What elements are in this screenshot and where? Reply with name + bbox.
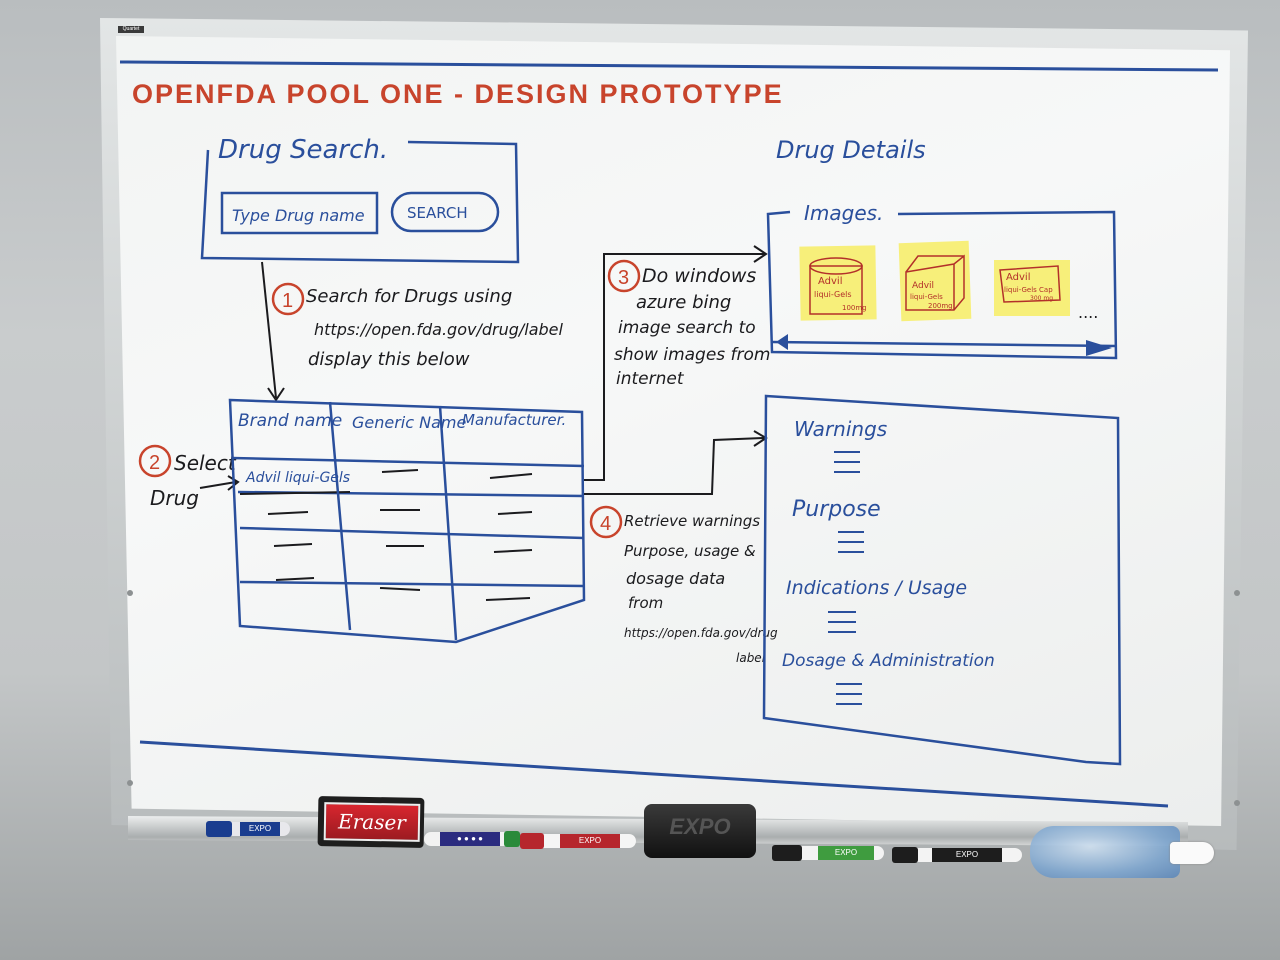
step4-line: label: [736, 651, 766, 665]
step1-circle: [271, 282, 305, 316]
drug-search-heading: Drug Search.: [218, 135, 388, 165]
blue-marker: EXPO: [206, 821, 290, 837]
details-panel: [762, 394, 1122, 766]
sticky-line: 100mg: [842, 304, 867, 312]
more-images: ....: [1078, 303, 1098, 322]
sticky-line: Advil: [818, 276, 843, 287]
whiteboard-surface: [116, 36, 1230, 826]
expo-eraser: EXPO: [644, 804, 756, 858]
scroll-left-icon: [776, 334, 788, 350]
table-cell-brand: Advil liqui-Gels: [245, 470, 350, 486]
red-marker: EXPO: [520, 833, 636, 849]
row-underline: [239, 491, 351, 495]
green-marker: EXPO: [772, 845, 884, 861]
sticky-line: Advil: [1006, 272, 1031, 283]
step4-line: https://open.fda.gov/drug: [624, 626, 778, 640]
step1-line: display this below: [308, 349, 470, 370]
select-arrow: [199, 475, 240, 491]
sticky-note-1: Advil liqui-Gels 100mg: [799, 245, 877, 321]
step3-line: image search to: [618, 318, 756, 338]
scroll-right-icon: [1086, 340, 1112, 356]
arrow-to-images: [584, 245, 768, 481]
step3-line: Do windows: [642, 265, 756, 287]
details-section-dosage: Dosage & Administration: [782, 651, 995, 671]
step1-line: Search for Drugs using: [306, 286, 512, 307]
black-marker: EXPO: [892, 847, 1022, 863]
eraser: Eraser: [317, 796, 425, 848]
sticky-line: Advil: [912, 281, 934, 291]
step2-circle: [138, 444, 172, 478]
step3-line: show images from: [614, 345, 771, 365]
drug-name-placeholder: Type Drug name: [232, 206, 365, 225]
step4-number: 4: [600, 513, 611, 535]
arrow-to-table: [261, 261, 285, 402]
multicolor-marker: ● ● ● ●: [424, 831, 520, 847]
step4-line: dosage data: [626, 569, 725, 588]
images-heading: Images.: [804, 201, 883, 225]
sticky-line: liqui-Gels: [910, 293, 943, 301]
step4-circle: [589, 505, 623, 539]
drug-search-box: [200, 140, 520, 264]
table-header-manufacturer: Manufacturer.: [462, 411, 566, 429]
eraser-label: Eraser: [323, 802, 421, 842]
step1-line: https://open.fda.gov/drug/label: [314, 320, 564, 339]
details-placeholder-lines: [828, 451, 864, 705]
images-panel: [766, 210, 1118, 360]
step3-line: azure bing: [636, 292, 731, 313]
results-table: [228, 398, 586, 644]
sticky-note-2: Advil liqui-Gels 200mg: [898, 240, 972, 322]
drug-details-heading: Drug Details: [776, 136, 926, 164]
table-header-generic: Generic Name: [352, 413, 466, 432]
step1-number: 1: [282, 290, 293, 312]
frame-screw: [1234, 800, 1240, 806]
spray-nozzle: [1170, 842, 1214, 864]
step2-number: 2: [149, 452, 160, 474]
table-header-brand: Brand name: [238, 411, 342, 431]
sticky-line: 200mg: [928, 302, 953, 310]
step4-line: Retrieve warnings: [624, 512, 760, 530]
details-section-indications: Indications / Usage: [786, 577, 967, 599]
sticky-line: 300 mg: [1030, 295, 1053, 302]
drug-name-input: [220, 191, 379, 235]
details-section-purpose: Purpose: [792, 497, 881, 522]
step3-line: internet: [616, 369, 685, 389]
images-scrollbar: [771, 340, 1117, 348]
arrow-to-details: [584, 430, 768, 495]
frame-screw: [127, 780, 133, 786]
step3-circle: [607, 259, 641, 293]
step2-line: Drug: [150, 486, 199, 510]
cleaner-spray-bottle: [1030, 826, 1180, 878]
sticky-line: liqui-Gels: [814, 290, 852, 299]
frame-screw: [1234, 590, 1240, 596]
manufacturer-tag: Quartet: [118, 26, 144, 33]
sticky-line: liqui-Gels Cap: [1004, 286, 1053, 294]
search-button: [390, 191, 500, 233]
step4-line: from: [628, 594, 663, 612]
step4-line: Purpose, usage &: [624, 542, 756, 560]
board-title: OPENFDA POOL ONE - DESIGN PROTOTYPE: [132, 79, 784, 109]
table-column-lines: [328, 401, 458, 641]
sticky-note-3: Advil liqui-Gels Cap 300 mg: [994, 260, 1070, 316]
board-border-line: [119, 60, 1219, 808]
search-button-label: SEARCH: [407, 204, 468, 222]
step3-number: 3: [618, 267, 629, 289]
step2-line: Select: [174, 451, 237, 475]
table-row-lines: [231, 456, 585, 588]
table-placeholder-dashes: [267, 469, 533, 601]
details-section-warnings: Warnings: [794, 417, 887, 441]
frame-screw: [127, 590, 133, 596]
